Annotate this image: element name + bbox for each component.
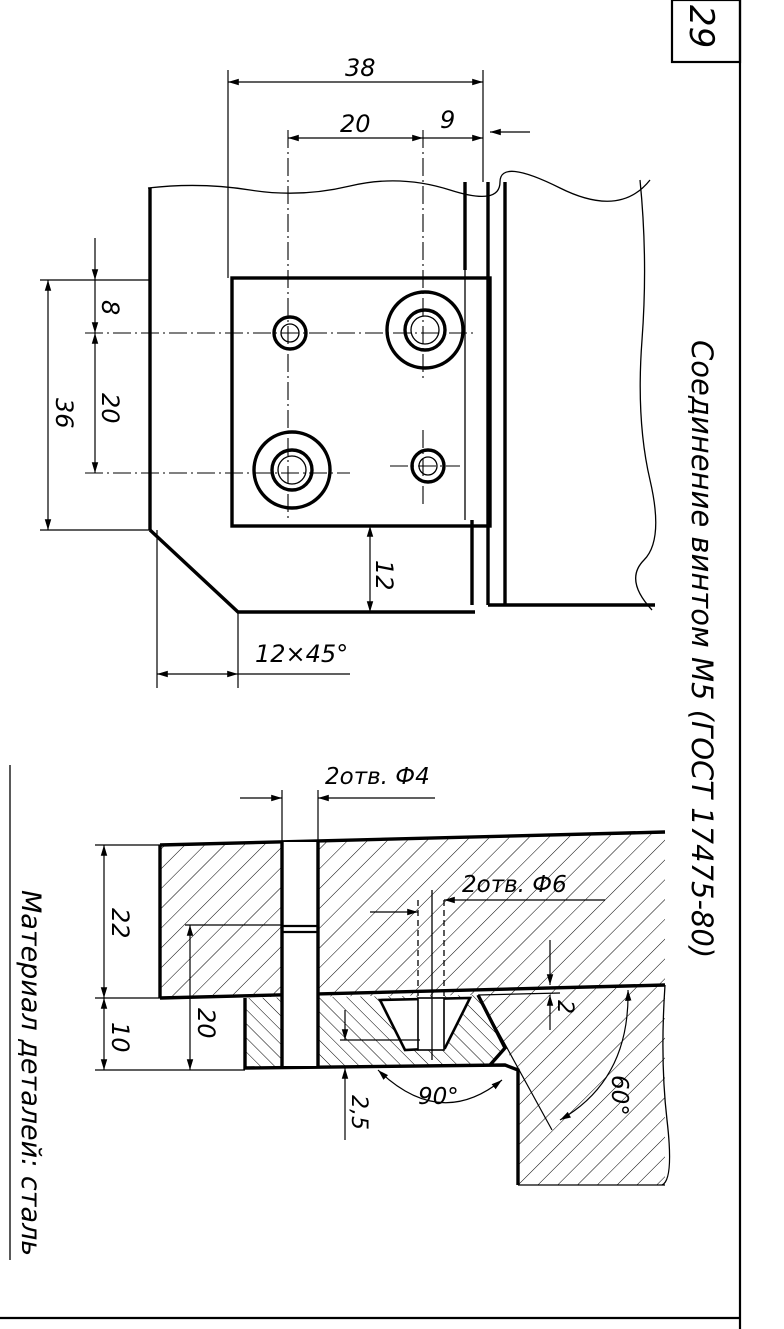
material-note: Материал деталей: сталь [15,890,46,1256]
dim-10: 10 [106,1022,134,1053]
section-view: 2отв. Ф4 2отв. Ф6 22 10 20 2 2,5 90° 60° [95,764,671,1186]
top-view: 38 20 9 36 8 20 12 12×45° [40,54,657,688]
bolt-hole-large-bottom [252,430,332,510]
dim-2: 2 [552,1000,577,1014]
page-number: 29 [681,5,721,48]
dim-20-horizontal: 20 [340,110,371,138]
drawing-title: Соединение винтом М5 (ГОСТ 17475-80) [685,340,719,958]
top-plate [230,276,492,528]
dim-9: 9 [440,106,455,134]
dim-22: 22 [106,908,134,939]
dim-36: 36 [50,398,78,429]
dim-holes-large: 2отв. Ф6 [462,872,567,898]
dim-holes-small: 2отв. Ф4 [325,764,430,790]
dim-12: 12 [370,560,398,591]
dim-8: 8 [96,300,124,315]
bolt-hole-large-top [385,290,465,370]
sheet-frame [0,0,742,1329]
dim-angle-60: 60° [606,1075,632,1116]
dim-chamfer: 12×45° [255,640,348,668]
dim-2-5: 2,5 [346,1095,371,1130]
dim-38: 38 [345,54,376,82]
dim-20-section: 20 [192,1008,220,1039]
dim-angle-90: 90° [418,1084,459,1110]
dim-20-vertical: 20 [96,393,124,424]
